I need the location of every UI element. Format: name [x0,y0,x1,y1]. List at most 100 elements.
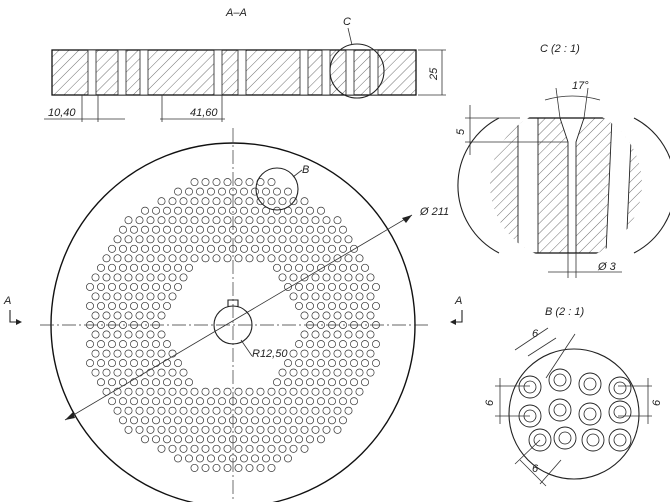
die-hole [108,301,116,310]
die-hole [163,244,171,253]
section-slot [139,49,149,96]
die-hole [322,292,331,301]
die-hole [311,406,320,415]
die-hole [240,244,248,253]
die-hole [273,435,281,444]
die-hole [152,378,160,387]
die-hole [157,216,166,225]
die-hole [273,244,281,253]
die-hole [317,225,325,234]
die-hole [251,435,259,444]
section-slot [369,49,379,96]
die-hole [289,387,298,396]
die-hole [119,359,127,368]
die-hole [190,254,199,263]
die-hole [174,416,182,425]
die-hole [339,301,347,310]
die-hole [289,406,298,415]
die-hole [124,311,133,320]
die-hole [108,244,116,253]
detail-b-hole [548,368,572,392]
die-hole [135,292,144,301]
die-hole [295,416,303,425]
die-hole [124,425,133,434]
die-hole [366,368,375,377]
die-hole [339,225,347,234]
die-hole [306,263,314,272]
die-hole [311,425,320,434]
die-hole [141,301,149,310]
die-hole [185,206,193,215]
die-hole [322,368,331,377]
die-hole [201,235,210,244]
die-hole [102,368,111,377]
die-hole [311,368,320,377]
die-hole [306,359,314,368]
detail-b-dim-left: 6 [484,399,496,406]
die-hole [174,206,182,215]
die-hole [267,387,276,396]
die-hole [135,311,144,320]
die-hole [141,378,149,387]
die-hole [306,244,314,253]
die-hole [218,416,226,425]
die-hole [212,406,221,415]
die-hole [278,425,287,434]
detail-c-title: C (2 : 1) [540,43,580,55]
die-hole [322,216,331,225]
die-hole [223,235,232,244]
die-hole [190,235,199,244]
section-slot [299,49,309,96]
die-hole [113,273,122,282]
die-hole [185,397,193,406]
die-hole [278,254,287,263]
die-hole [91,368,100,377]
die-hole [328,301,336,310]
die-hole [124,292,133,301]
die-hole [339,378,347,387]
die-hole [201,254,210,263]
die-hole [108,359,116,368]
die-hole [212,387,221,396]
die-hole [179,273,188,282]
die-hole [196,435,204,444]
die-hole [284,244,292,253]
die-hole [97,263,105,272]
die-hole [223,444,232,453]
die-hole [168,406,177,415]
die-hole [245,463,254,472]
detail-b-hole-inner [553,403,567,417]
die-hole [174,435,182,444]
die-hole [102,330,111,339]
die-hole [174,397,182,406]
die-hole [157,292,166,301]
die-hole [207,225,215,234]
die-hole [284,225,292,234]
die-hole [322,254,331,263]
die-hole [135,349,144,358]
die-hole [91,292,100,301]
die-hole [289,292,298,301]
die-hole [135,216,144,225]
die-hole [372,301,380,310]
die-hole [311,387,320,396]
detail-b-hole [553,426,577,450]
section-slot [321,49,331,96]
die-hole [278,216,287,225]
detail-c-callout-circle [329,43,385,99]
die-hole [152,282,160,291]
die-hole [344,273,353,282]
die-hole [113,406,122,415]
die-hole [256,406,265,415]
die-hole [300,330,309,339]
die-hole [113,292,122,301]
die-hole [229,206,237,215]
die-hole [113,311,122,320]
die-hole [146,387,155,396]
die-hole [124,387,133,396]
die-hole [240,454,248,463]
die-hole [295,340,303,349]
die-hole [339,263,347,272]
die-hole [355,292,364,301]
die-hole [113,368,122,377]
